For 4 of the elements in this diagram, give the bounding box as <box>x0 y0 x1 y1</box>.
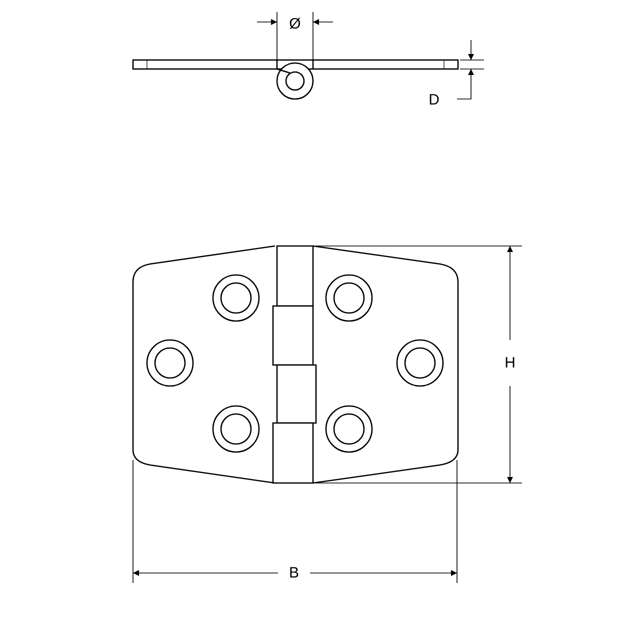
dimension-label: B <box>289 566 299 580</box>
dimension-label: Ø <box>289 16 301 32</box>
dimension-label: D <box>428 92 440 108</box>
dimension-label: H <box>504 356 516 370</box>
